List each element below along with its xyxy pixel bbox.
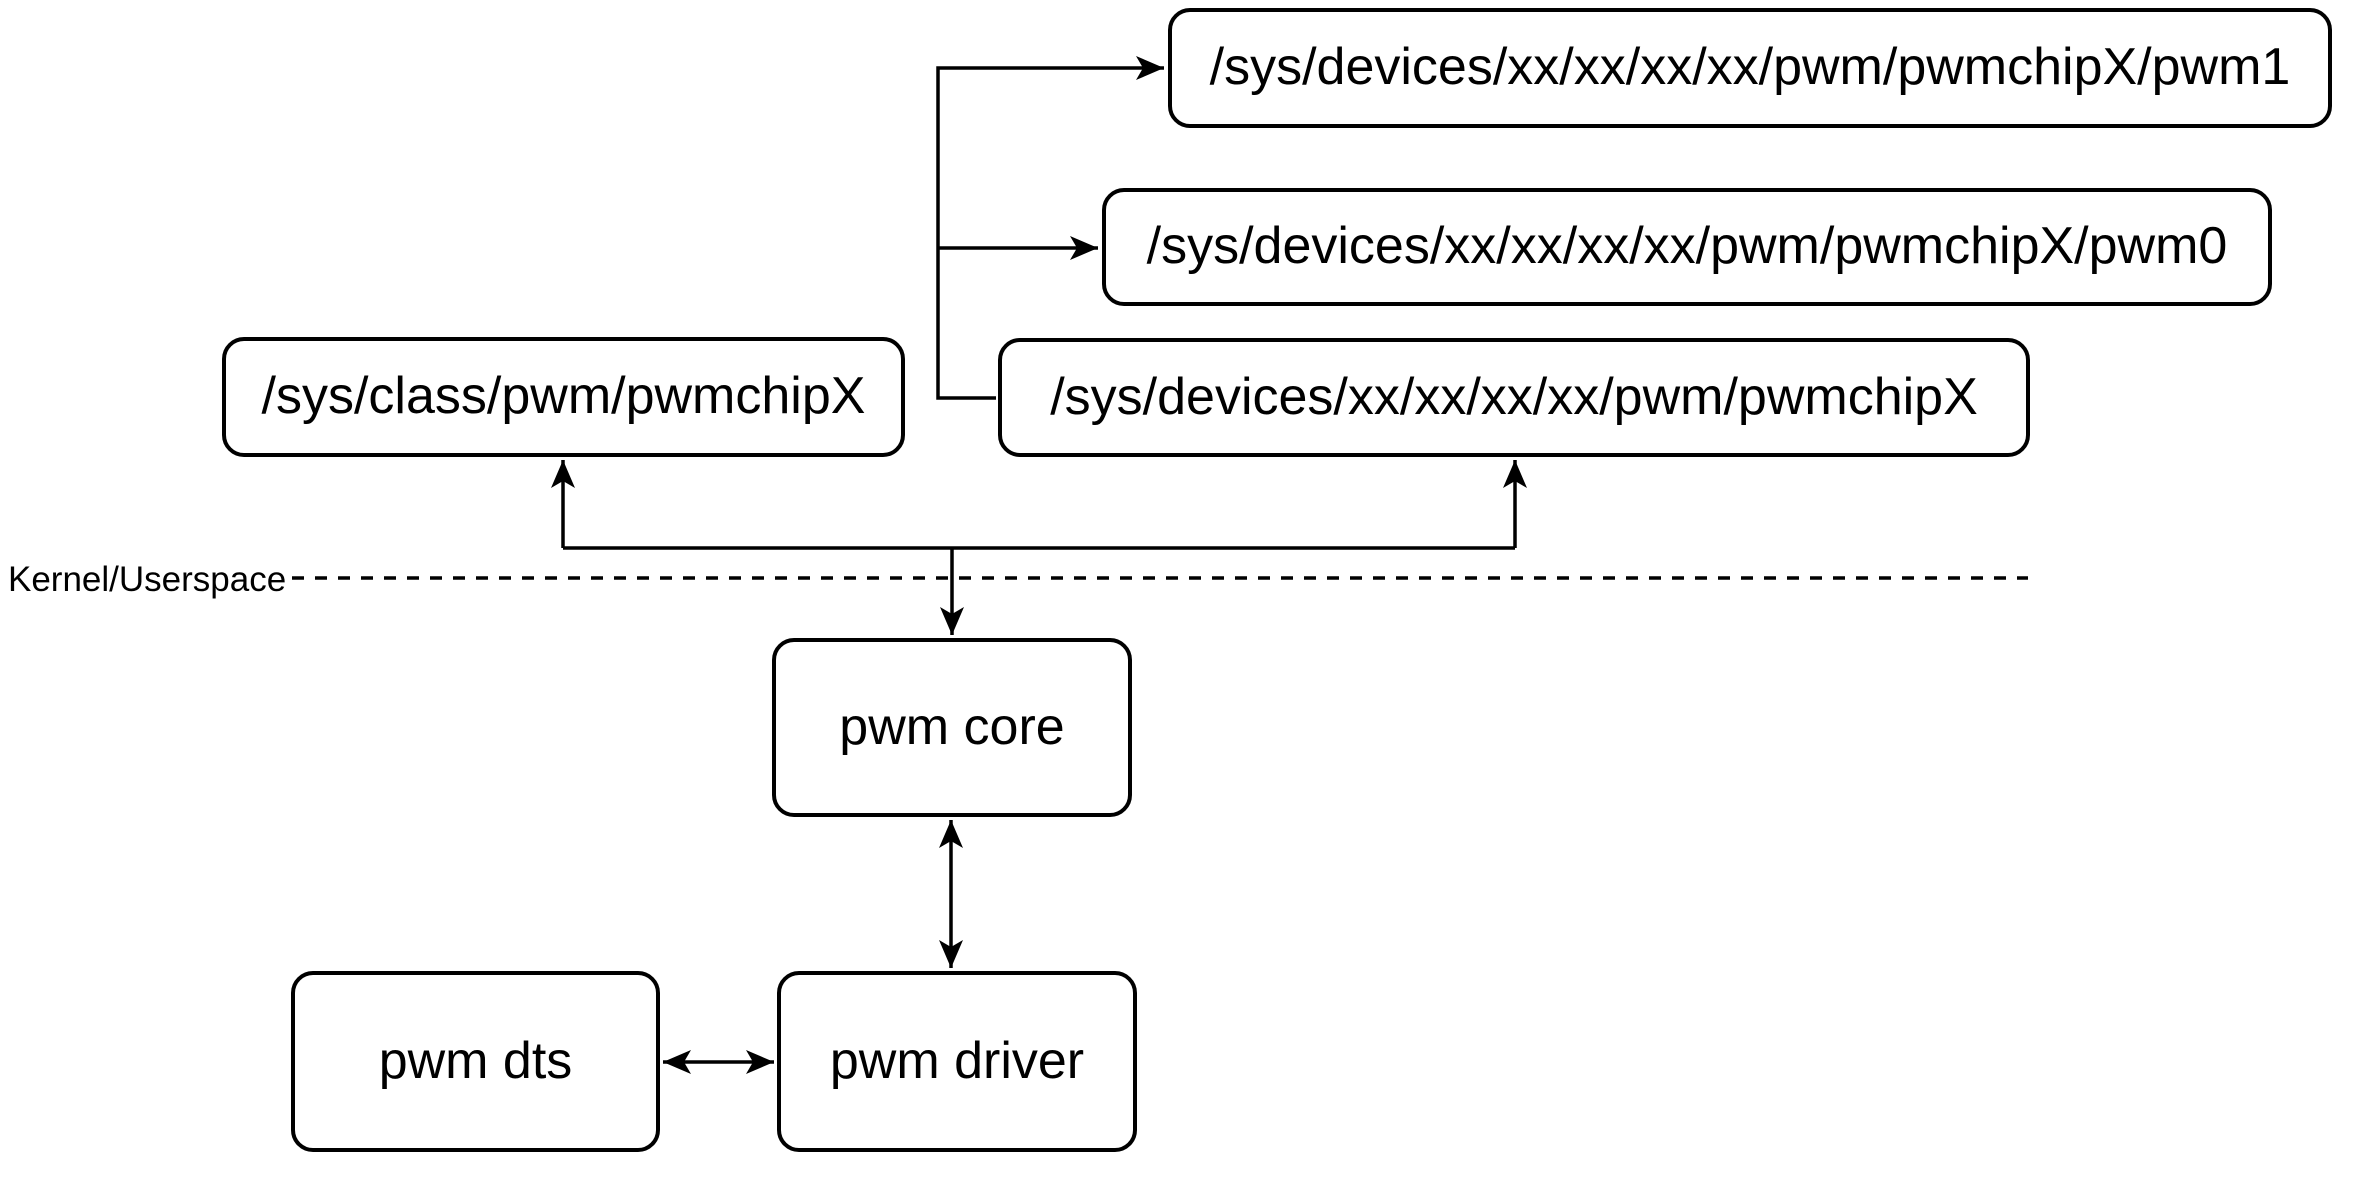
node-sysfs-pwm0: /sys/devices/xx/xx/xx/xx/pwm/pwmchipX/pw… [1102,188,2272,306]
node-sysfs-class: /sys/class/pwm/pwmchipX [222,337,905,457]
node-sysfs-devices: /sys/devices/xx/xx/xx/xx/pwm/pwmchipX [998,338,2030,457]
node-pwm-dts: pwm dts [291,971,660,1152]
node-sysfs-pwm1: /sys/devices/xx/xx/xx/xx/pwm/pwmchipX/pw… [1168,8,2332,128]
edge-devices-to-pwm1 [936,56,1164,400]
node-pwm-core: pwm core [772,638,1132,817]
kernel-userspace-label: Kernel/Userspace [8,560,287,599]
node-pwm-driver: pwm driver [777,971,1137,1152]
